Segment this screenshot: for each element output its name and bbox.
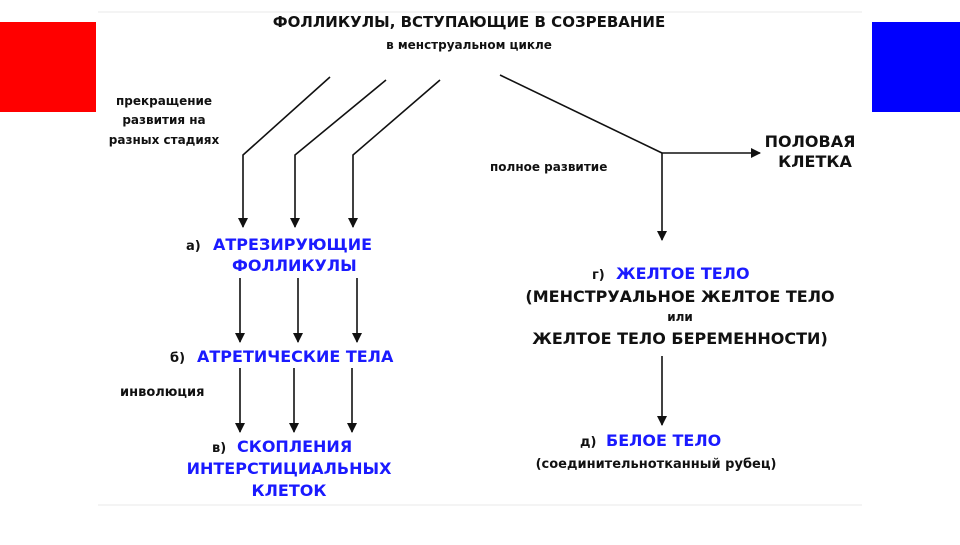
branch-line-2 [290,79,387,228]
left-note-line-3: разных стадиях [109,133,220,147]
branch-line-right [499,74,663,154]
involution-label: инволюция [120,385,205,400]
diagram-subtitle: в менструальном цикле [386,38,552,52]
stage-g-mark: г) [592,268,605,283]
branch-line-3 [348,79,441,228]
stage-d-label: БЕЛОЕ ТЕЛО [606,431,721,450]
stage-g-line-2: (МЕНСТРУАЛЬНОЕ ЖЕЛТОЕ ТЕЛО [525,287,834,306]
stage-g-line-4: ЖЕЛТОЕ ТЕЛО БЕРЕМЕННОСТИ) [532,329,828,348]
stage-d-mark: д) [580,435,596,450]
stage-a-label-2: ФОЛЛИКУЛЫ [232,256,357,275]
stage-b-label: АТРЕТИЧЕСКИЕ ТЕЛА [197,347,394,366]
diagram-title: ФОЛЛИКУЛЫ, ВСТУПАЮЩИЕ В СОЗРЕВАНИЕ [273,13,665,31]
stage-v-label-1: СКОПЛЕНИЯ [237,437,352,456]
branch-line-1 [238,76,331,228]
stage-v-mark: в) [212,441,226,456]
full-development-label: полное развитие [490,160,607,174]
germ-cell-line-1: ПОЛОВАЯ [765,132,856,151]
stage-a-label-1: АТРЕЗИРУЮЩИЕ [213,235,372,254]
stage-g-line-3: или [667,310,693,324]
stage-b-mark: б) [170,351,185,366]
left-note-line-1: прекращение [116,94,212,108]
stage-v-label-2: ИНТЕРСТИЦИАЛЬНЫХ [187,459,392,478]
left-note-line-2: развития на [122,113,205,127]
stage-g-label: ЖЕЛТОЕ ТЕЛО [616,264,750,283]
germ-cell-line-2: КЛЕТКА [778,152,852,171]
stage-v-label-3: КЛЕТОК [252,481,327,500]
stage-d-note: (соединительнотканный рубец) [536,457,777,472]
red-block [0,22,96,112]
blue-block [872,22,960,112]
stage-a-mark: а) [186,239,201,254]
